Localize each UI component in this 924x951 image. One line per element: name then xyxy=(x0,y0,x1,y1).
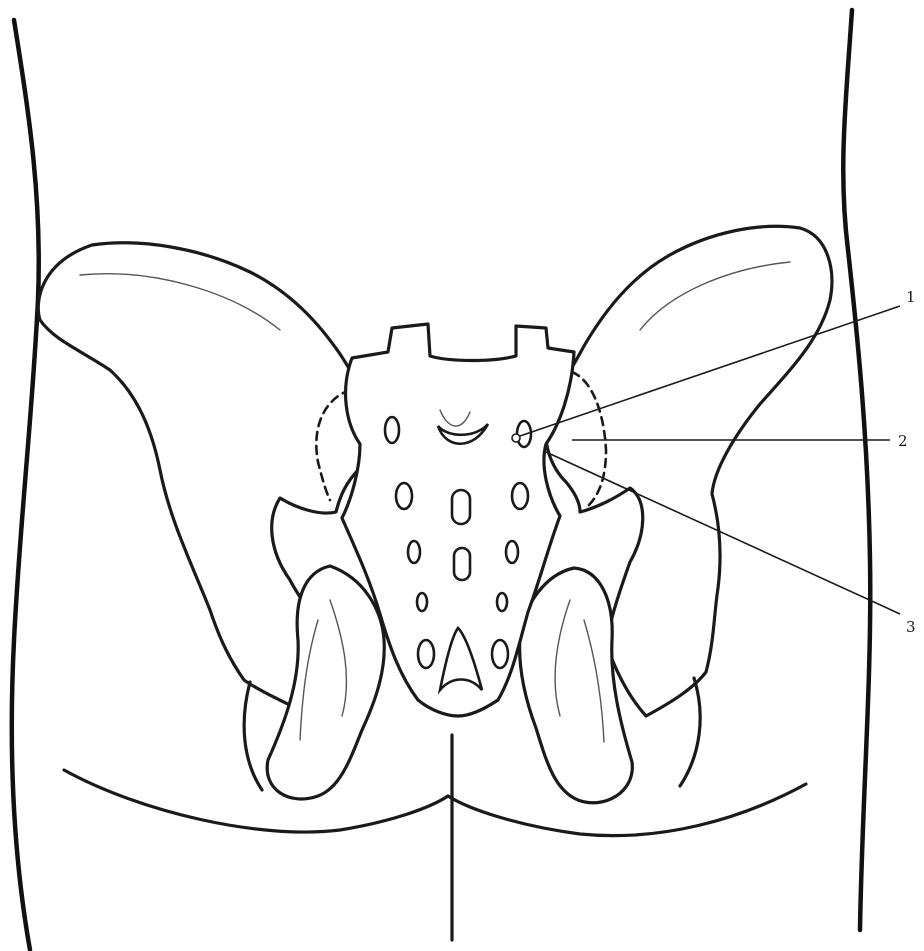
right-flank-contour xyxy=(843,10,870,930)
sacral-cornu-right xyxy=(492,640,508,668)
callout-1-point xyxy=(512,434,520,442)
callout-2-label: 2 xyxy=(898,432,908,450)
sacral-foramen-left-1 xyxy=(385,417,399,443)
sacral-cornu-left xyxy=(418,640,434,668)
left-hip-bone xyxy=(38,243,384,799)
sacral-foramen-left-4 xyxy=(417,593,427,611)
sacral-foramen-right-4 xyxy=(497,593,507,611)
sacral-foramen-left-2 xyxy=(396,483,412,509)
callout-3-label: 3 xyxy=(906,618,916,636)
left-flank-contour xyxy=(12,20,39,950)
callout-1-label: 1 xyxy=(906,288,916,306)
right-gluteal-fold xyxy=(448,784,806,836)
sacral-foramen-right-2 xyxy=(512,483,528,509)
sacral-foramen-right-3 xyxy=(506,541,518,563)
median-sacral-crest-2 xyxy=(452,490,470,524)
right-hip-bone xyxy=(520,226,832,802)
sacral-foramen-left-3 xyxy=(408,541,420,563)
median-sacral-crest-3 xyxy=(454,548,470,580)
left-pubic-arch xyxy=(244,682,262,790)
